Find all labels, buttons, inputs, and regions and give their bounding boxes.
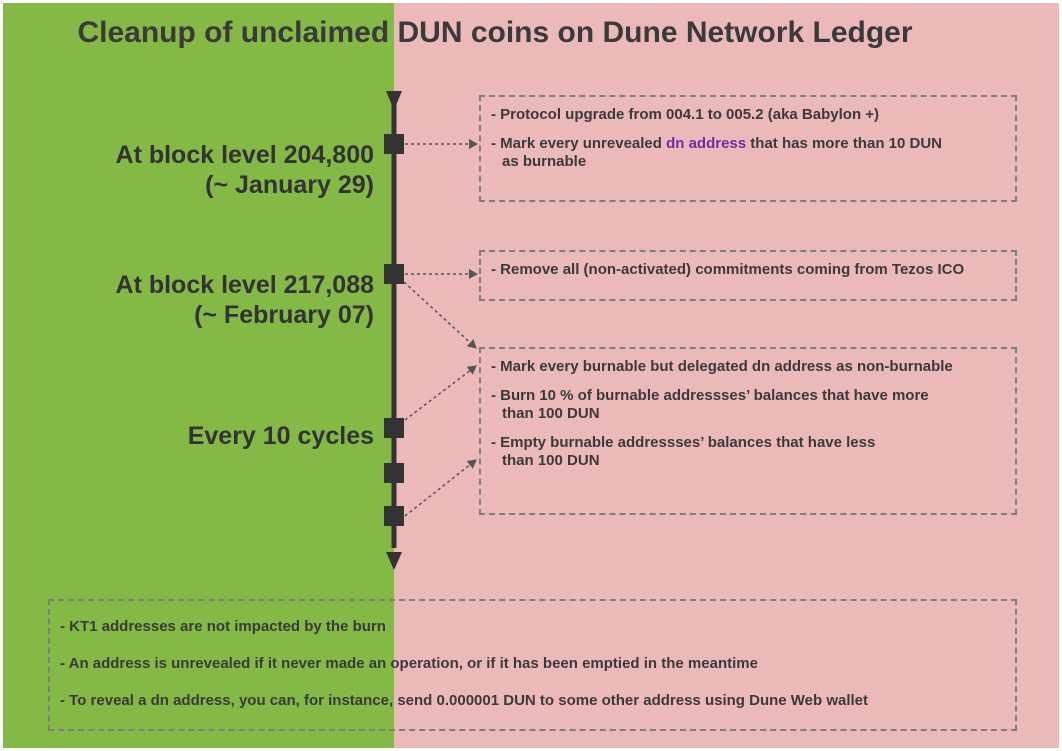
notes-box: - KT1 addresses are not impacted by the …: [48, 599, 1017, 731]
mark-delegated-item: - Mark every burnable but delegated dn a…: [491, 358, 953, 375]
milestone-block-217088-date: (~ February 07): [194, 301, 374, 329]
milestone-block-217088-title: At block level 217,088: [115, 271, 374, 299]
timeline-marker-block-204800: [384, 134, 404, 154]
milestone-every-10-cycles-title: Every 10 cycles: [187, 422, 374, 450]
note-unrevealed: - An address is unrevealed if it never m…: [60, 655, 758, 672]
milestone-block-204800-title: At block level 204,800: [115, 141, 374, 169]
dn-address-highlight: dn address: [666, 135, 747, 152]
mark-unrevealed-item: - Mark every unrevealed dn address that …: [491, 135, 942, 170]
note-reveal: - To reveal a dn address, you can, for i…: [60, 692, 869, 709]
timeline-marker-cycle-1: [384, 418, 404, 438]
upgrade-item: - Protocol upgrade from 004.1 to 005.2 (…: [491, 106, 880, 123]
empty-balances-item: - Empty burnable addressses’ balances th…: [491, 434, 876, 469]
timeline-end-arrow: [386, 552, 402, 570]
diagram-title: Cleanup of unclaimed DUN coins on Dune N…: [77, 16, 913, 49]
remove-commitments-item: - Remove all (non-activated) commitments…: [491, 261, 965, 278]
milestone-block-217088: At block level 217,088 (~ February 07): [116, 270, 374, 330]
note-kt1: - KT1 addresses are not impacted by the …: [60, 618, 386, 635]
burn-percent-item: - Burn 10 % of burnable addressses’ bala…: [491, 387, 929, 422]
timeline-marker-cycle-2: [384, 463, 404, 483]
pink-panel: [394, 3, 1059, 748]
burn-box: - Mark every burnable but delegated dn a…: [479, 347, 1017, 515]
timeline-start-arrow: [386, 91, 402, 110]
green-panel: [3, 3, 394, 748]
milestone-block-204800: At block level 204,800 (~ January 29): [116, 140, 374, 200]
connector-arrow-cycle-3: [404, 459, 477, 517]
milestone-block-204800-date: (~ January 29): [205, 171, 374, 199]
connector-arrow-217088-burn: [403, 281, 477, 349]
upgrade-box: - Protocol upgrade from 004.1 to 005.2 (…: [479, 95, 1017, 202]
timeline-marker-block-217088: [384, 264, 404, 284]
milestone-every-10-cycles: Every 10 cycles: [188, 421, 374, 451]
commitments-box: - Remove all (non-activated) commitments…: [479, 250, 1017, 301]
timeline-marker-cycle-3: [384, 506, 404, 526]
connector-arrow-cycle-1: [404, 365, 477, 421]
